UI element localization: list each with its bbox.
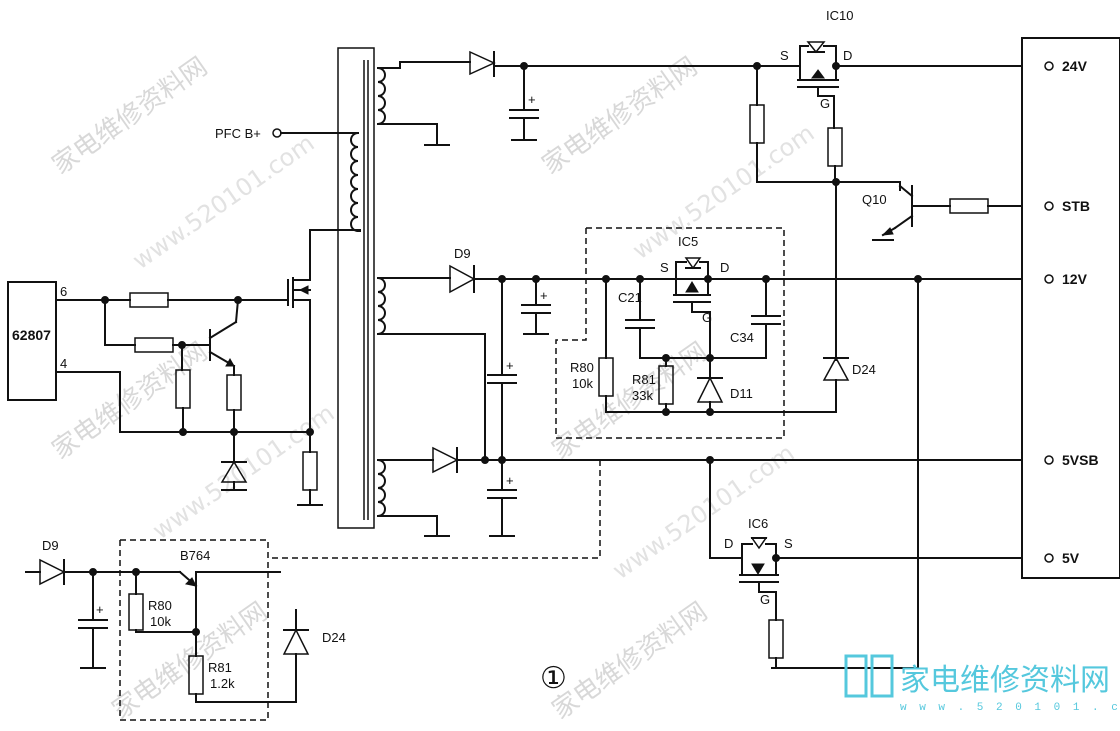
ic5-s: S: [660, 260, 669, 275]
ic10-mosfet: IC10 S D G: [780, 8, 1046, 183]
d11-label: D11: [730, 386, 753, 401]
ic6-s: S: [784, 536, 793, 551]
d24-bottom-label: D24: [322, 630, 346, 645]
output-connector: 24V STB 12V 5VSB 5V: [1021, 37, 1120, 579]
output-12v: 12V: [1062, 271, 1088, 287]
svg-text:+: +: [96, 602, 104, 617]
ic5-label: IC5: [678, 234, 698, 249]
watermark-url: www.520101.com: [627, 119, 819, 265]
ic5-d: D: [720, 260, 729, 275]
ic5-g: G: [702, 310, 712, 325]
c21-label: C21: [618, 290, 642, 305]
rail-12v: D9 + +: [377, 246, 1046, 461]
b764-label: B764: [180, 548, 210, 563]
transformer: [337, 47, 386, 529]
r80-main-value: 10k: [572, 376, 593, 391]
pin6-label: 6: [60, 284, 67, 299]
figure-number: ①: [540, 661, 567, 696]
r81-main-label: R81: [632, 372, 656, 387]
primary-drive-circuit: [55, 229, 361, 506]
watermark-cn: 家电维修资料网: [537, 52, 703, 181]
feedback-line: [771, 278, 919, 669]
pfc-input: PFC B+: [215, 126, 351, 141]
q10-label: Q10: [862, 192, 887, 207]
r80-main-label: R80: [570, 360, 594, 375]
watermark-url: www.520101.com: [127, 129, 319, 275]
r81-main-value: 33k: [632, 388, 653, 403]
r80-bottom-label: R80: [148, 598, 172, 613]
pin4-label: 4: [60, 356, 67, 371]
output-24v: 24V: [1062, 58, 1088, 74]
ic10-g: G: [820, 96, 830, 111]
ic10-s: S: [780, 48, 789, 63]
d9-top-label: D9: [454, 246, 471, 261]
output-5vsb: 5VSB: [1062, 452, 1099, 468]
r81-bottom-value: 1.2k: [210, 676, 235, 691]
ic6-label: IC6: [748, 516, 768, 531]
svg-text:+: +: [528, 92, 536, 107]
logo-url: w w w . 5 2 0 1 0 1 . c o m: [900, 702, 1120, 714]
svg-text:+: +: [506, 473, 514, 488]
output-5v: 5V: [1062, 550, 1080, 566]
site-logo: 家电维修资料网 w w w . 5 2 0 1 0 1 . c o m: [844, 654, 1120, 714]
c34-label: C34: [730, 330, 754, 345]
logo-text: 家电维修资料网: [900, 663, 1110, 698]
b764-inset: D9 + B764 R80 10k R81 1.2k D24: [25, 538, 346, 721]
ic6-d: D: [724, 536, 733, 551]
d9-bottom-label: D9: [42, 538, 59, 553]
q10-transistor: Q10: [835, 181, 1046, 361]
output-stb: STB: [1062, 198, 1090, 214]
ic6-mosfet: IC6 D S G: [709, 459, 1046, 669]
rail-24v: +: [377, 50, 840, 186]
svg-text:+: +: [540, 288, 548, 303]
r81-bottom-label: R81: [208, 660, 232, 675]
ic10-d: D: [843, 48, 852, 63]
d24-diode: D24: [822, 356, 876, 413]
controller-chip: 62807 6 4: [7, 281, 67, 401]
watermark-cn: 家电维修资料网: [547, 597, 713, 726]
rail-5vsb: +: [270, 446, 1046, 559]
watermark-cn: 家电维修资料网: [547, 337, 713, 466]
ic10-label: IC10: [826, 8, 853, 23]
r80-bottom-value: 10k: [150, 614, 171, 629]
pfc-label: PFC B+: [215, 126, 261, 141]
svg-text:+: +: [506, 358, 514, 373]
ic6-g: G: [760, 592, 770, 607]
watermark-cn: 家电维修资料网: [107, 597, 273, 726]
watermark-cn: 家电维修资料网: [47, 52, 213, 181]
chip-label: 62807: [12, 327, 51, 343]
d24-main-label: D24: [852, 362, 876, 377]
ic5-module: IC5 S D G C21 C34 R80 10k: [555, 227, 837, 439]
watermark-cn: 家电维修资料网: [47, 337, 213, 466]
